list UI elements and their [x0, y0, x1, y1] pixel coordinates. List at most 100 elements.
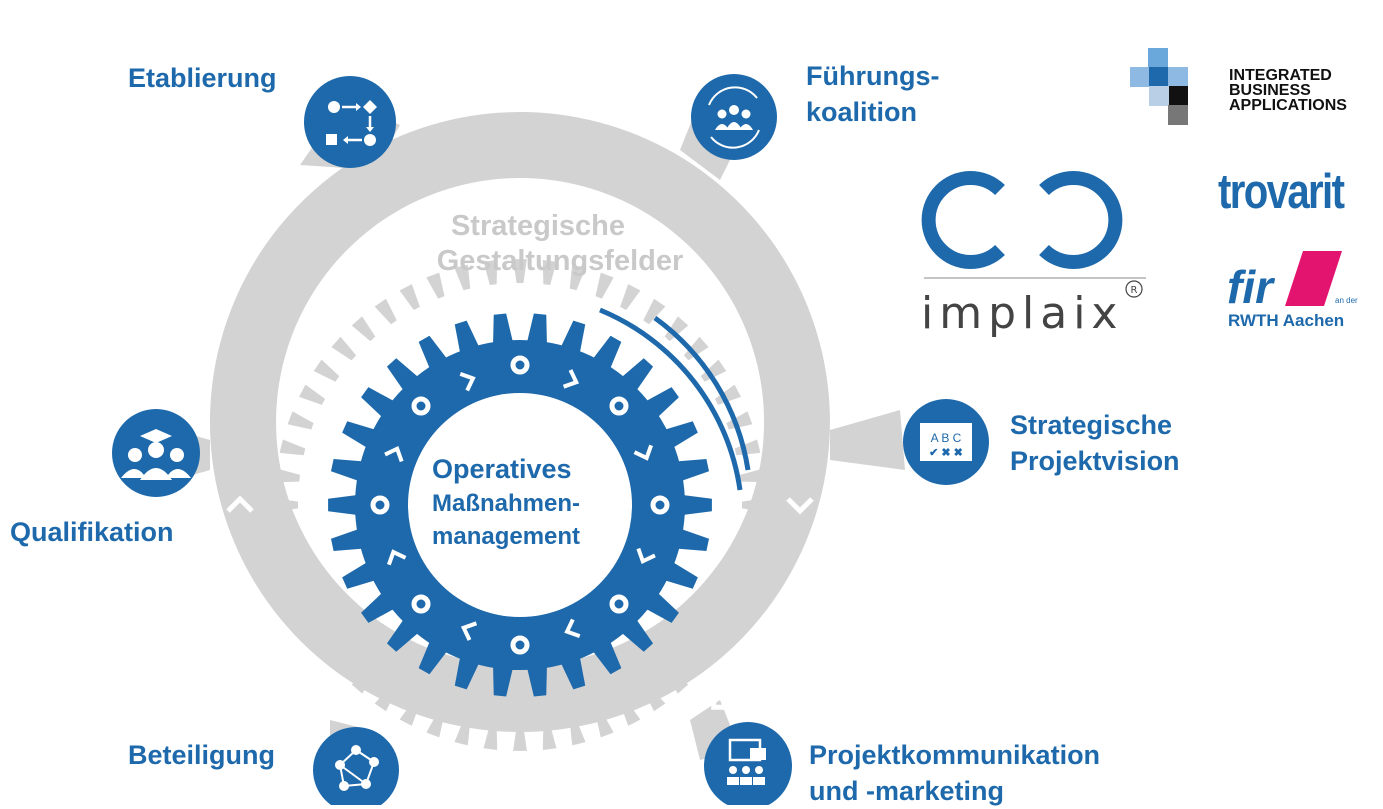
fir-wordmark: fir: [1227, 261, 1275, 313]
outer-ring-chevron: [315, 696, 335, 716]
fir-logo-sub: an der: [1335, 296, 1358, 305]
field-label-line: Qualifikation: [10, 517, 174, 547]
field-icon-beteiligung: [313, 727, 399, 805]
field-label-line: Führungs-: [806, 61, 940, 91]
inner-gear-hole: [370, 495, 390, 515]
outer-ring-tooth: [734, 554, 761, 571]
outer-ring-chevron: [226, 495, 254, 513]
outer-ring-chevron: [510, 771, 528, 799]
outer-ring-tooth: [683, 649, 709, 674]
inner-gear-hole: [650, 495, 670, 515]
team-cycle-icon: [708, 86, 760, 149]
outer-ring-tooth: [399, 699, 420, 726]
iba-logo: [1130, 48, 1188, 125]
field-label-beteiligung: Beteiligung: [128, 737, 275, 773]
inner-gear-chevron: [384, 445, 404, 463]
outer-ring-chevron: [512, 211, 530, 239]
iba-logo-line: INTEGRATED: [1229, 67, 1332, 84]
inner-gear-title-line2: Maßnahmen-: [432, 490, 580, 517]
inner-gear-hole: [609, 396, 629, 416]
field-label-fuehrungskoalition: Führungs- koalition: [806, 58, 939, 130]
trovarit-logo: trovarit: [1218, 165, 1345, 219]
fir-logo: fir: [1227, 251, 1342, 313]
outer-ring-tooth: [542, 724, 557, 750]
inner-gear-tooth: [526, 662, 548, 697]
outer-ring-tooth: [299, 605, 326, 626]
field-icon-qualifikation: [112, 409, 200, 497]
inner-gear-title-line1: Operatives: [432, 454, 572, 484]
implaix-logo: implaix R: [921, 171, 1146, 339]
process-flow-icon: [326, 100, 377, 146]
outer-ring-teeth: [274, 259, 766, 751]
inner-gear-hole: [411, 396, 431, 416]
outer-ring-tooth: [454, 264, 471, 291]
outer-ring-tooth: [287, 411, 314, 430]
inner-gear-hole: [609, 594, 629, 614]
outer-ring-tooth: [620, 699, 641, 726]
outer-ring-tooth: [313, 628, 340, 651]
field-label-line: Beteiligung: [128, 740, 275, 770]
outer-ring-tooth: [399, 284, 420, 311]
svg-text:✔ ✖ ✖: ✔ ✖ ✖: [929, 447, 963, 459]
outer-ring-tooth: [275, 468, 301, 483]
outer-ring-tooth: [683, 336, 709, 361]
outer-ring-tooth: [279, 554, 306, 571]
field-label-line: Projektvision: [1010, 446, 1180, 476]
field-label-etablierung: Etablierung: [128, 60, 277, 96]
inner-gear-chevron: [386, 549, 407, 566]
outer-ring-tooth: [483, 724, 498, 750]
outer-ring-tooth: [279, 439, 306, 456]
motion-arc-inner: [653, 315, 751, 471]
outer-ring-tooth: [542, 260, 557, 286]
outer-ring-tooth: [714, 384, 741, 405]
inner-gear-tooth: [674, 458, 710, 482]
outer-ring-tooth: [664, 668, 689, 694]
outer-ring-tooth: [700, 628, 727, 651]
inner-gear-tooth: [330, 458, 366, 482]
outer-ring-title-line2: Gestaltungsfelder: [437, 245, 684, 277]
outer-ring-tooth: [351, 668, 376, 694]
outer-ring-tooth: [513, 259, 527, 284]
outer-ring-tooth: [726, 411, 753, 430]
field-label-line: und -marketing: [809, 776, 1005, 806]
inner-gear-chevron: [459, 371, 476, 392]
outer-ring-tooth: [741, 498, 766, 512]
inner-gear-chevron: [460, 621, 478, 641]
outer-ring-tooth: [664, 316, 689, 342]
outer-ring-tooth: [734, 439, 761, 456]
outer-ring-tooth: [726, 580, 753, 599]
field-icon-etablierung: [304, 76, 396, 168]
field-icon-projektkommunikation: [704, 722, 792, 805]
inner-gear-tooth: [679, 494, 712, 516]
outer-ring-tooth: [739, 468, 765, 483]
outer-ring-tooth: [331, 649, 357, 674]
outer-ring-tooth: [426, 711, 445, 738]
inner-gear: [328, 307, 751, 697]
outer-ring-tooth: [374, 685, 397, 712]
inner-gear-center: [408, 393, 632, 617]
presentation-audience-icon: [727, 738, 766, 785]
outer-ring-tooth: [513, 726, 527, 751]
iba-logo-line: APPLICATIONS: [1229, 97, 1347, 114]
outer-ring-tooth: [700, 359, 727, 382]
outer-ring-tooth: [714, 605, 741, 626]
inner-gear-chevrons: [384, 369, 656, 641]
outer-ring-tooth: [299, 384, 326, 405]
field-label-qualifikation: Qualifikation: [10, 514, 174, 550]
outer-ring-tooth: [739, 527, 765, 542]
network-people-icon: [335, 745, 379, 791]
field-icon-fuehrungskoalition: [691, 74, 777, 160]
inner-gear-chevron: [564, 618, 581, 639]
field-label-line: koalition: [806, 97, 918, 127]
inner-gear-chevron: [633, 444, 654, 461]
inner-gear-hole: [510, 635, 530, 655]
outer-ring-tooth: [643, 298, 666, 325]
field-label-line: Etablierung: [128, 63, 277, 93]
field-label-projektkommunikation: Projektkommunikation und -marketing: [809, 737, 1100, 809]
motion-arc-outer: [599, 307, 743, 491]
iba-logo-text: INTEGRATED BUSINESS APPLICATIONS: [1229, 67, 1347, 114]
outer-ring-tooth: [454, 719, 471, 746]
outer-ring-tooth: [331, 336, 357, 361]
outer-ring-chevron: [309, 300, 329, 320]
